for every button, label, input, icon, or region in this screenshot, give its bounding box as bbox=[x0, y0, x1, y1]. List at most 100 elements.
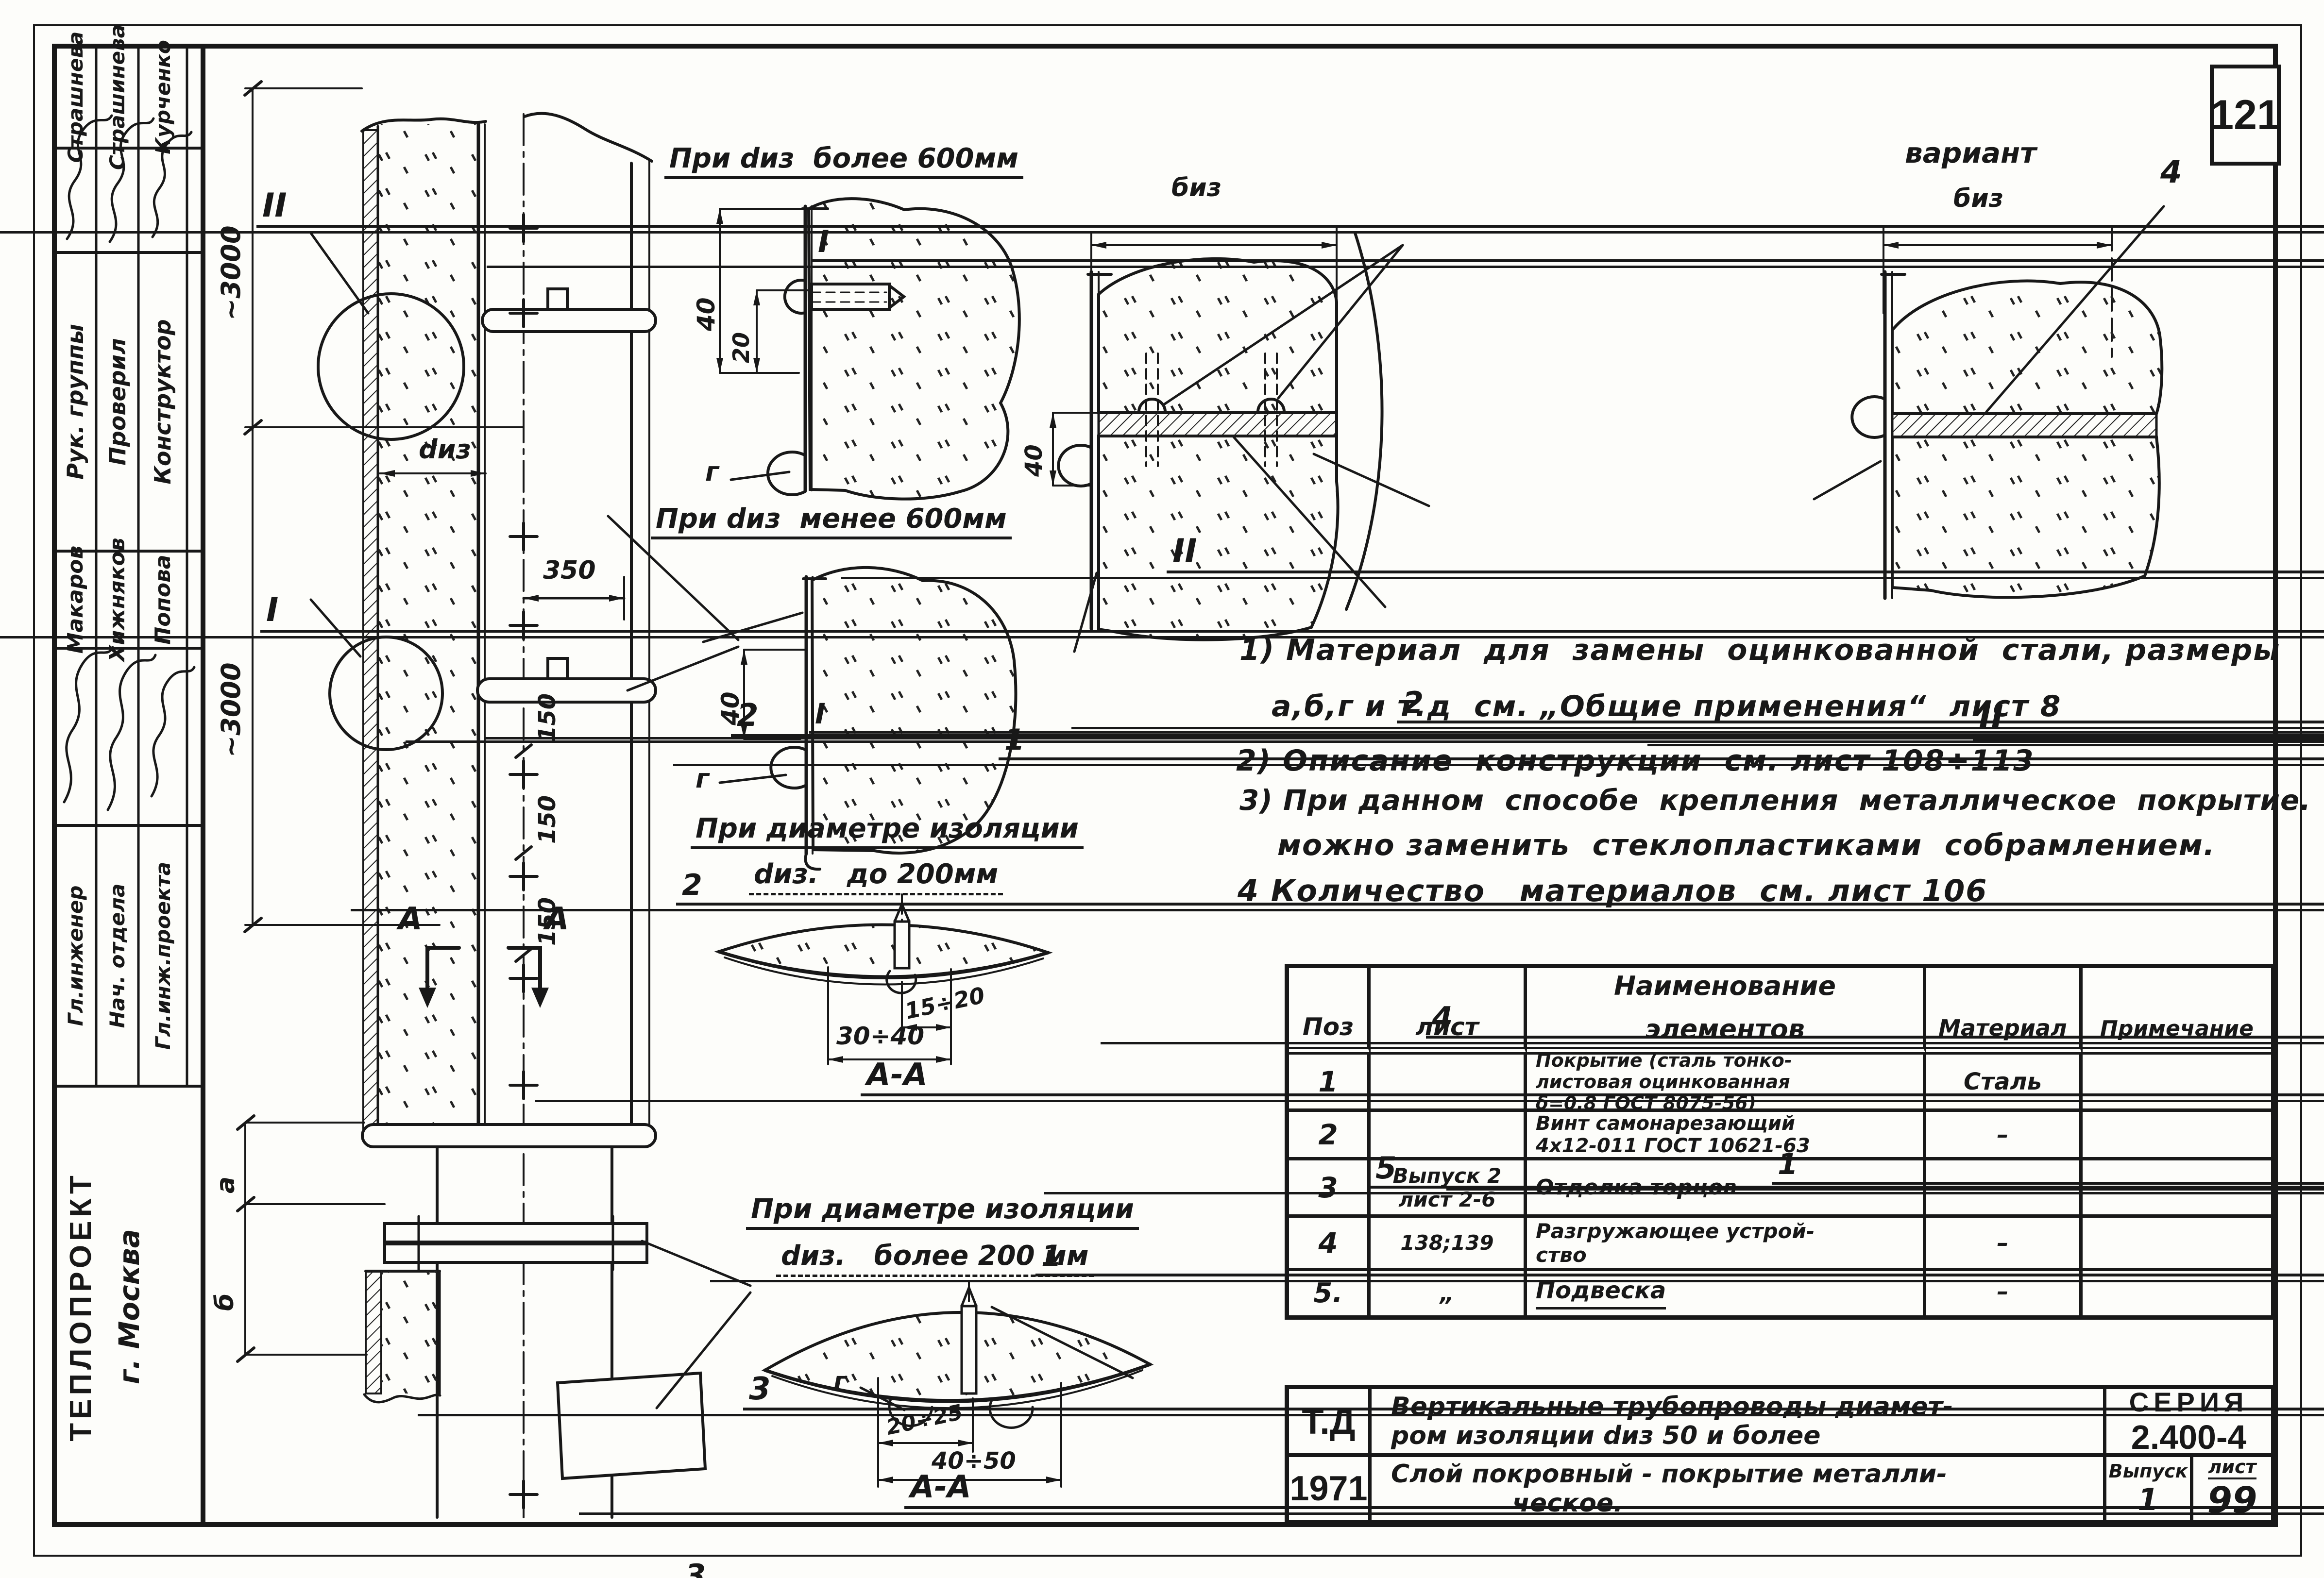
stamp-name-mid-3: Попова bbox=[150, 554, 175, 645]
section-mark-A-right: А bbox=[545, 901, 569, 937]
parts-table: Поз лист Наименование элементов Материал… bbox=[1285, 964, 2275, 1320]
callout-2-mid: 2 bbox=[1071, 687, 2324, 730]
view-mark-AA-small: А-А bbox=[535, 1058, 2324, 1103]
note-line-6: 4 Количество материалов см. лист 106 bbox=[1238, 873, 1988, 908]
stamp-role-bottom-3: Гл.инж.проекта bbox=[151, 861, 175, 1050]
issue-label: Выпуск bbox=[2108, 1460, 2188, 1482]
dim-3000-upper: ~3000 bbox=[216, 225, 246, 320]
row3-note bbox=[2083, 1160, 2271, 1218]
row4-pos: 4 bbox=[1289, 1218, 1371, 1271]
view-mark-I-over: I bbox=[487, 226, 2324, 269]
row3-pos: 3 bbox=[1289, 1160, 1371, 1218]
col-header-material: Материал bbox=[1926, 968, 2083, 1055]
view-mark-I-under: I bbox=[484, 699, 2324, 740]
row4-name-1: Разгружающее устрой- bbox=[1536, 1219, 1815, 1243]
note-line-2: а,б,г и т.д см. „Общие применения“ лист … bbox=[1272, 689, 2062, 723]
dim-40-50: 40÷50 bbox=[932, 1447, 1016, 1475]
section-II bbox=[1050, 227, 1430, 653]
caption-AA-small-1: При диаметре изоляции bbox=[691, 814, 1084, 849]
label-g-over: г bbox=[705, 456, 719, 487]
stamp-name-top-2: Страшинева bbox=[105, 24, 129, 170]
label-g-under: г bbox=[696, 763, 710, 794]
dim-150-a: 150 bbox=[534, 693, 561, 742]
note-line-1: 1) Материал для замены оцинкованной стал… bbox=[1239, 633, 2281, 667]
title-block: Т.Д Вертикальные трубопроводы диамет- ро… bbox=[1285, 1385, 2275, 1525]
row2-name-1: Винт самонарезающий bbox=[1536, 1112, 1795, 1135]
sheet-label: лист bbox=[2208, 1457, 2256, 1479]
row3-sheet-2: лист 2-6 bbox=[1398, 1187, 1496, 1211]
view-mark-II-variant: II bbox=[1647, 701, 2324, 747]
dim-biz-variant: биз bbox=[1953, 184, 2003, 213]
layer-subtitle: Слой покровный - покрытие металли- ческо… bbox=[1372, 1457, 2106, 1520]
pipe-elevation bbox=[236, 80, 752, 1519]
dim-150-b: 150 bbox=[534, 795, 561, 844]
section-mark-A-left: А bbox=[398, 901, 423, 937]
callout-4-variant: 4 bbox=[2160, 154, 2182, 190]
row1-note bbox=[2083, 1055, 2271, 1112]
sheet-number: 121 bbox=[2210, 91, 2280, 138]
row1-material: Сталь bbox=[1926, 1055, 2083, 1112]
row2-name: Винт самонарезающий 4х12-011 ГОСТ 10621-… bbox=[1527, 1112, 1926, 1160]
stamp-org-city: г. Москва bbox=[113, 1229, 146, 1384]
stamp-name-top-1: Страшнева bbox=[63, 31, 87, 163]
dim-diz: dиз bbox=[419, 434, 471, 465]
detail-mark-I: I bbox=[0, 593, 2324, 639]
layer-subtitle-line1: Слой покровный - покрытие металли- bbox=[1391, 1460, 1947, 1489]
row2-sheet bbox=[1371, 1112, 1527, 1160]
row1-sheet bbox=[1371, 1055, 1527, 1112]
dim-40-under: 40 bbox=[716, 691, 745, 725]
drawing-title: Вертикальные трубопроводы диамет- ром из… bbox=[1372, 1389, 2106, 1453]
caption-under-600: При dиз менее 600мм bbox=[651, 504, 1012, 539]
section-II-variant bbox=[1813, 205, 2165, 600]
sheet-cell: лист 99 bbox=[2193, 1457, 2271, 1520]
view-mark-AA-large: А-А bbox=[579, 1471, 2324, 1515]
sheet-number-box: 121 bbox=[2210, 65, 2281, 166]
sheet-value: 99 bbox=[2207, 1479, 2257, 1520]
dim-350: 350 bbox=[543, 556, 596, 585]
row5-note bbox=[2083, 1271, 2271, 1315]
series-value: 2.400-4 bbox=[2131, 1418, 2247, 1454]
label-g-AA-large: г bbox=[833, 1367, 847, 1396]
issue-value: 1 bbox=[2137, 1481, 2159, 1517]
row2-pos: 2 bbox=[1289, 1112, 1371, 1160]
drawing-title-line1: Вертикальные трубопроводы диамет- bbox=[1391, 1392, 1953, 1421]
dim-20-over: 20 bbox=[728, 332, 754, 363]
dim-30-40: 30÷40 bbox=[836, 1022, 925, 1050]
section-AA-large bbox=[761, 1281, 1154, 1488]
dim-b: б bbox=[210, 1293, 239, 1311]
stamp-role-mid-3: Конструктор bbox=[150, 319, 176, 485]
callout-1-variant: 1 bbox=[1446, 1149, 2324, 1191]
col-header-name-line2: элементов bbox=[1645, 1014, 1805, 1044]
col-header-name: Наименование элементов bbox=[1527, 968, 1926, 1055]
col-header-pos: Поз bbox=[1289, 968, 1371, 1055]
series-label: СЕРИЯ bbox=[2129, 1389, 2249, 1417]
caption-AA-small-2: dиз. до 200мм bbox=[749, 860, 1003, 895]
note-line-5: можно заменить стеклопластиками собрамле… bbox=[1277, 828, 2216, 862]
row3-name: Отделка торцов bbox=[1527, 1160, 1926, 1218]
org-code: Т.Д bbox=[1289, 1389, 1372, 1453]
dim-3000-lower: ~3000 bbox=[216, 662, 246, 757]
layer-subtitle-line2: ческое. bbox=[1512, 1489, 1623, 1518]
caption-over-600: При dиз более 600мм bbox=[664, 144, 1024, 179]
stamp-role-mid-1: Рук. группы bbox=[62, 324, 88, 480]
row2-note bbox=[2083, 1112, 2271, 1160]
callout-1-mid: 1 bbox=[710, 1241, 2324, 1283]
series-cell: СЕРИЯ 2.400-4 bbox=[2106, 1389, 2271, 1453]
dim-a: а bbox=[211, 1176, 240, 1193]
col-header-note: Примечание bbox=[2083, 968, 2271, 1055]
screw-cross-marks bbox=[509, 213, 646, 1510]
drawing-title-line2: ром изоляции dиз 50 и более bbox=[1391, 1421, 1821, 1450]
stamp-role-mid-2: Проверил bbox=[104, 338, 131, 466]
callout-2-under-600: 2 bbox=[351, 870, 2324, 912]
row1-name: Покрытие (сталь тонко- листовая оцинкова… bbox=[1527, 1055, 1926, 1112]
row4-name: Разгружающее устрой- ство bbox=[1527, 1218, 1926, 1271]
row5-name-1: Подвеска bbox=[1536, 1277, 1666, 1309]
row3-sheet: Выпуск 2 лист 2-6 bbox=[1371, 1160, 1527, 1218]
caption-variant: вариант bbox=[1905, 136, 2036, 169]
row1-name-1: Покрытие (сталь тонко- bbox=[1536, 1055, 1792, 1071]
row4-name-2: ство bbox=[1536, 1242, 1587, 1267]
stamp-name-mid-1: Макаров bbox=[63, 545, 88, 654]
dim-40-over: 40 bbox=[692, 297, 720, 331]
